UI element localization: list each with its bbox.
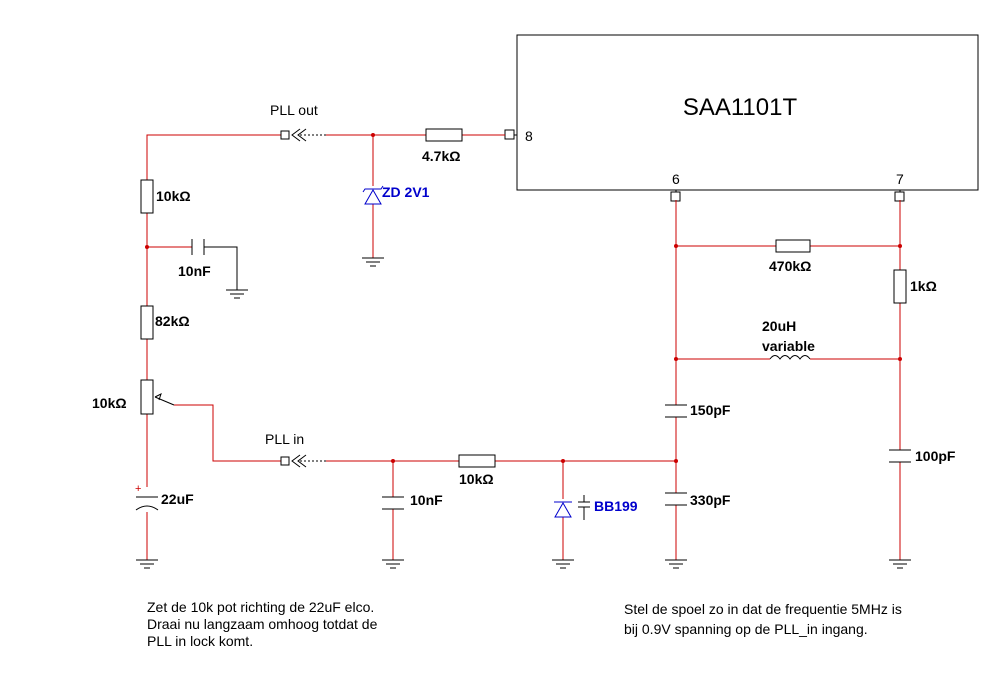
inductor-label-1: 20uH (762, 318, 796, 334)
capacitor-10nf-left-label: 10nF (178, 263, 211, 279)
connector-pll-out: PLL out (270, 102, 326, 142)
zener-diode-zd2v1: ZD 2V1 (362, 184, 430, 205)
note-right: Stel de spoel zo in dat de frequentie 5M… (624, 601, 902, 637)
note-left-line-1: Zet de 10k pot richting de 22uF elco. (147, 599, 374, 615)
note-left: Zet de 10k pot richting de 22uF elco. Dr… (147, 599, 378, 649)
resistor-470k-label: 470kΩ (769, 258, 811, 274)
junctions (145, 133, 902, 463)
note-right-line-2: bij 0.9V spanning op de PLL_in ingang. (624, 621, 868, 637)
ic-pin-8 (504, 129, 515, 140)
ground-icon (665, 559, 687, 569)
inductor-label-2: variable (762, 338, 815, 354)
ic-pin-6-label: 6 (672, 171, 680, 187)
capacitor-10nf-mid: 10nF (382, 492, 443, 510)
zener-diode-label: ZD 2V1 (382, 184, 430, 200)
capacitor-10nf-left: 10nF (178, 239, 211, 279)
resistor-4k7-label: 4.7kΩ (422, 148, 460, 164)
potentiometer-10k-label: 10kΩ (92, 395, 127, 411)
resistor-82k-label: 82kΩ (155, 313, 190, 329)
ic-title: SAA1101T (683, 94, 798, 121)
pll-out-label: PLL out (270, 102, 318, 118)
wires (146, 134, 901, 560)
resistor-10k-top: 10kΩ (140, 179, 191, 214)
ground-icon (226, 289, 248, 299)
ground-symbols (136, 257, 911, 569)
resistor-470k: 470kΩ (769, 239, 811, 274)
ground-icon (552, 559, 574, 569)
resistor-1k-label: 1kΩ (910, 278, 937, 294)
resistor-10k-mid-label: 10kΩ (459, 471, 494, 487)
capacitor-10nf-mid-label: 10nF (410, 492, 443, 508)
capacitor-22uf: + 22uF (135, 483, 194, 511)
capacitor-150pf: 150pF (665, 402, 731, 418)
capacitor-330pf: 330pF (665, 492, 731, 508)
capacitor-100pf-label: 100pF (915, 448, 956, 464)
capacitor-100pf: 100pF (889, 448, 956, 464)
note-left-line-2: Draai nu langzaam omhoog totdat de (147, 616, 378, 632)
ground-icon (889, 559, 911, 569)
polarity-plus: + (135, 483, 141, 495)
capacitor-330pf-label: 330pF (690, 492, 731, 508)
ic-pin-6 (670, 191, 681, 202)
inductor-20uh: 20uH variable (762, 318, 815, 360)
resistor-4k7: 4.7kΩ (422, 128, 463, 164)
ic-pin-7-label: 7 (896, 171, 904, 187)
resistor-82k: 82kΩ (140, 305, 190, 340)
pll-in-label: PLL in (265, 431, 304, 447)
resistor-10k-top-label: 10kΩ (156, 188, 191, 204)
note-right-line-1: Stel de spoel zo in dat de frequentie 5M… (624, 601, 902, 617)
resistor-1k: 1kΩ (893, 269, 937, 304)
connector-pll-in: PLL in (265, 431, 326, 468)
resistor-10k-mid: 10kΩ (458, 454, 496, 487)
ground-icon (362, 257, 384, 267)
note-left-line-3: PLL in lock komt. (147, 633, 253, 649)
varicap-diode-label: BB199 (594, 498, 638, 514)
ic-saa1101t: SAA1101T 8 6 7 (504, 34, 979, 202)
ground-icon (382, 559, 404, 569)
capacitor-150pf-label: 150pF (690, 402, 731, 418)
ic-pin-8-label: 8 (525, 128, 533, 144)
ic-pin-7 (894, 191, 905, 202)
potentiometer-10k: 10kΩ (92, 379, 175, 415)
varicap-diode-bb199: BB199 (554, 495, 638, 520)
ground-icon (136, 559, 158, 569)
capacitor-22uf-label: 22uF (161, 491, 194, 507)
